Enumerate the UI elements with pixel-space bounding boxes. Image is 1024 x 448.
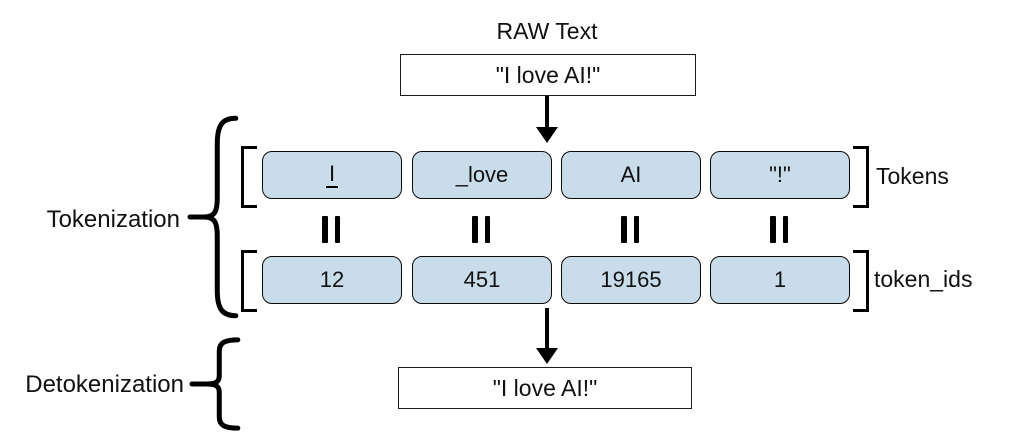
- token-id-box: 12: [262, 256, 402, 304]
- tokens-bracket-close-icon: [853, 146, 869, 208]
- token-ids-label: token_ids: [874, 266, 973, 292]
- token-ids-bracket-open-icon: [241, 250, 257, 312]
- tokenization-label: Tokenization: [46, 206, 180, 233]
- tokenization-brace-icon: [190, 112, 238, 322]
- equivalence-icon: [615, 216, 645, 243]
- token-text: AI: [620, 162, 642, 187]
- detokenization-brace-icon: [192, 337, 240, 431]
- raw-text-title: RAW Text: [496, 18, 598, 44]
- output-text: "I love AI!": [492, 374, 598, 401]
- detokenization-label: Detokenization: [25, 371, 184, 398]
- equivalence-icon: [466, 216, 496, 243]
- token-ids-bracket-close-icon: [853, 250, 869, 312]
- token-box: AI: [561, 151, 701, 199]
- token-box: I: [262, 151, 402, 199]
- token-id-text: 1: [773, 267, 787, 292]
- token-text: "!": [769, 162, 791, 187]
- token-id-box: 1: [710, 256, 850, 304]
- equivalence-icon: [316, 216, 346, 243]
- equivalence-icon: [764, 216, 794, 243]
- token-text: I: [325, 162, 339, 189]
- input-text-box: "I love AI!": [400, 54, 696, 96]
- token-id-box: 19165: [561, 256, 701, 304]
- tokens-label: Tokens: [876, 163, 949, 189]
- token-id-text: 451: [463, 267, 501, 292]
- token-text: _love: [455, 162, 509, 187]
- token-box: _love: [412, 151, 552, 199]
- token-box: "!": [710, 151, 850, 199]
- output-text-box: "I love AI!": [398, 367, 692, 409]
- input-text: "I love AI!": [495, 61, 601, 88]
- token-id-text: 12: [319, 267, 345, 292]
- token-id-box: 451: [412, 256, 552, 304]
- token-id-text: 19165: [600, 267, 662, 292]
- tokens-bracket-open-icon: [241, 146, 257, 208]
